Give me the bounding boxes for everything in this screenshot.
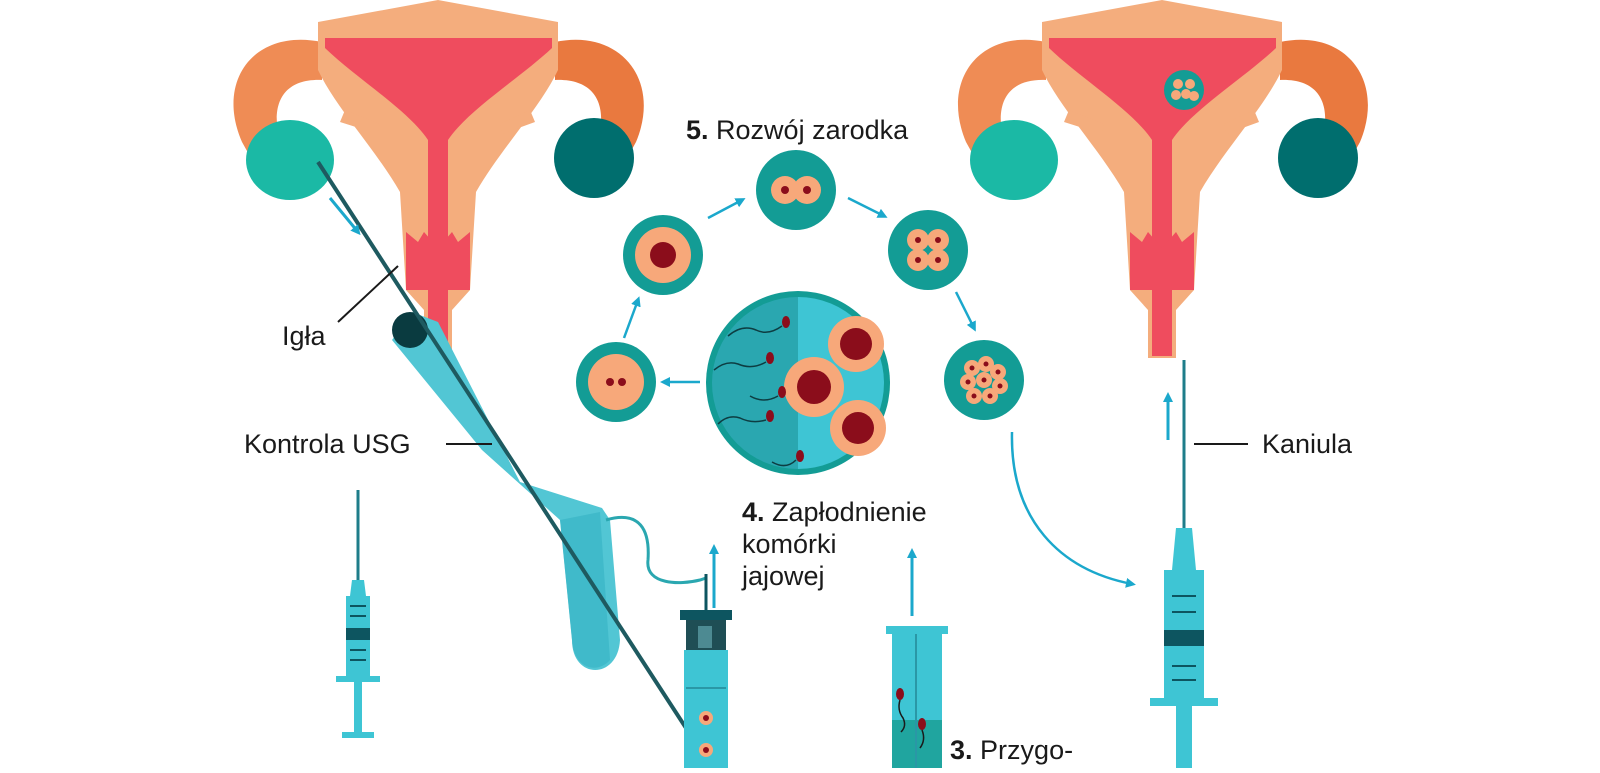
label-needle: Igła (282, 321, 326, 351)
step5-text: Rozwój zarodka (716, 115, 909, 145)
label-ultrasound-control: Kontrola USG (244, 429, 411, 459)
development-arrows (622, 196, 1136, 588)
step4-number: 4. (742, 497, 765, 527)
right-cervix (1130, 232, 1194, 290)
embryo-cell-4 (888, 210, 968, 290)
implanted-embryo (1164, 70, 1204, 110)
right-uterus-cavity (1049, 38, 1276, 356)
test-tube (886, 626, 948, 768)
right-ovary-dark (1278, 118, 1358, 198)
syringe-center (680, 574, 732, 768)
label-step4: 4. Zapłodnienie komórki jajowej (742, 496, 927, 592)
step5-number: 5. (686, 115, 709, 145)
probe-tip (392, 312, 428, 348)
embryo-cell-3 (756, 150, 836, 230)
left-uterus-group (233, 0, 644, 358)
embryo-cell-1 (576, 342, 656, 422)
probe-cable (605, 515, 707, 585)
step4-line3: jajowej (742, 561, 825, 591)
probe-shaft (392, 312, 620, 670)
step3-text: Przygo- (980, 735, 1074, 765)
label-step5: 5. Rozwój zarodka (686, 114, 908, 146)
needle-pointer (337, 265, 399, 323)
step4-line1: Zapłodnienie (772, 497, 927, 527)
left-cervix (406, 232, 470, 290)
syringe-right (1150, 528, 1218, 768)
step4-line2: komórki (742, 529, 837, 559)
label-step3: 3. Przygo- (950, 734, 1073, 766)
left-ovary-dark (554, 118, 634, 198)
needle-flow-arrow (328, 197, 361, 236)
left-uterus-cavity (325, 38, 552, 356)
right-ovary-light (970, 120, 1058, 200)
fertilization-circle (706, 291, 890, 475)
syringe-left (336, 490, 380, 738)
step3-number: 3. (950, 735, 973, 765)
label-cannula: Kaniula (1262, 429, 1353, 459)
embryo-cell-5 (944, 340, 1024, 420)
left-ovary-light (246, 120, 334, 200)
needle-line (316, 160, 714, 770)
left-ligament-l (340, 110, 380, 134)
embryo-cell-2 (623, 215, 703, 295)
ultrasound-probe (392, 312, 707, 670)
left-ligament-r (500, 110, 535, 134)
right-uterus-group (957, 0, 1368, 358)
